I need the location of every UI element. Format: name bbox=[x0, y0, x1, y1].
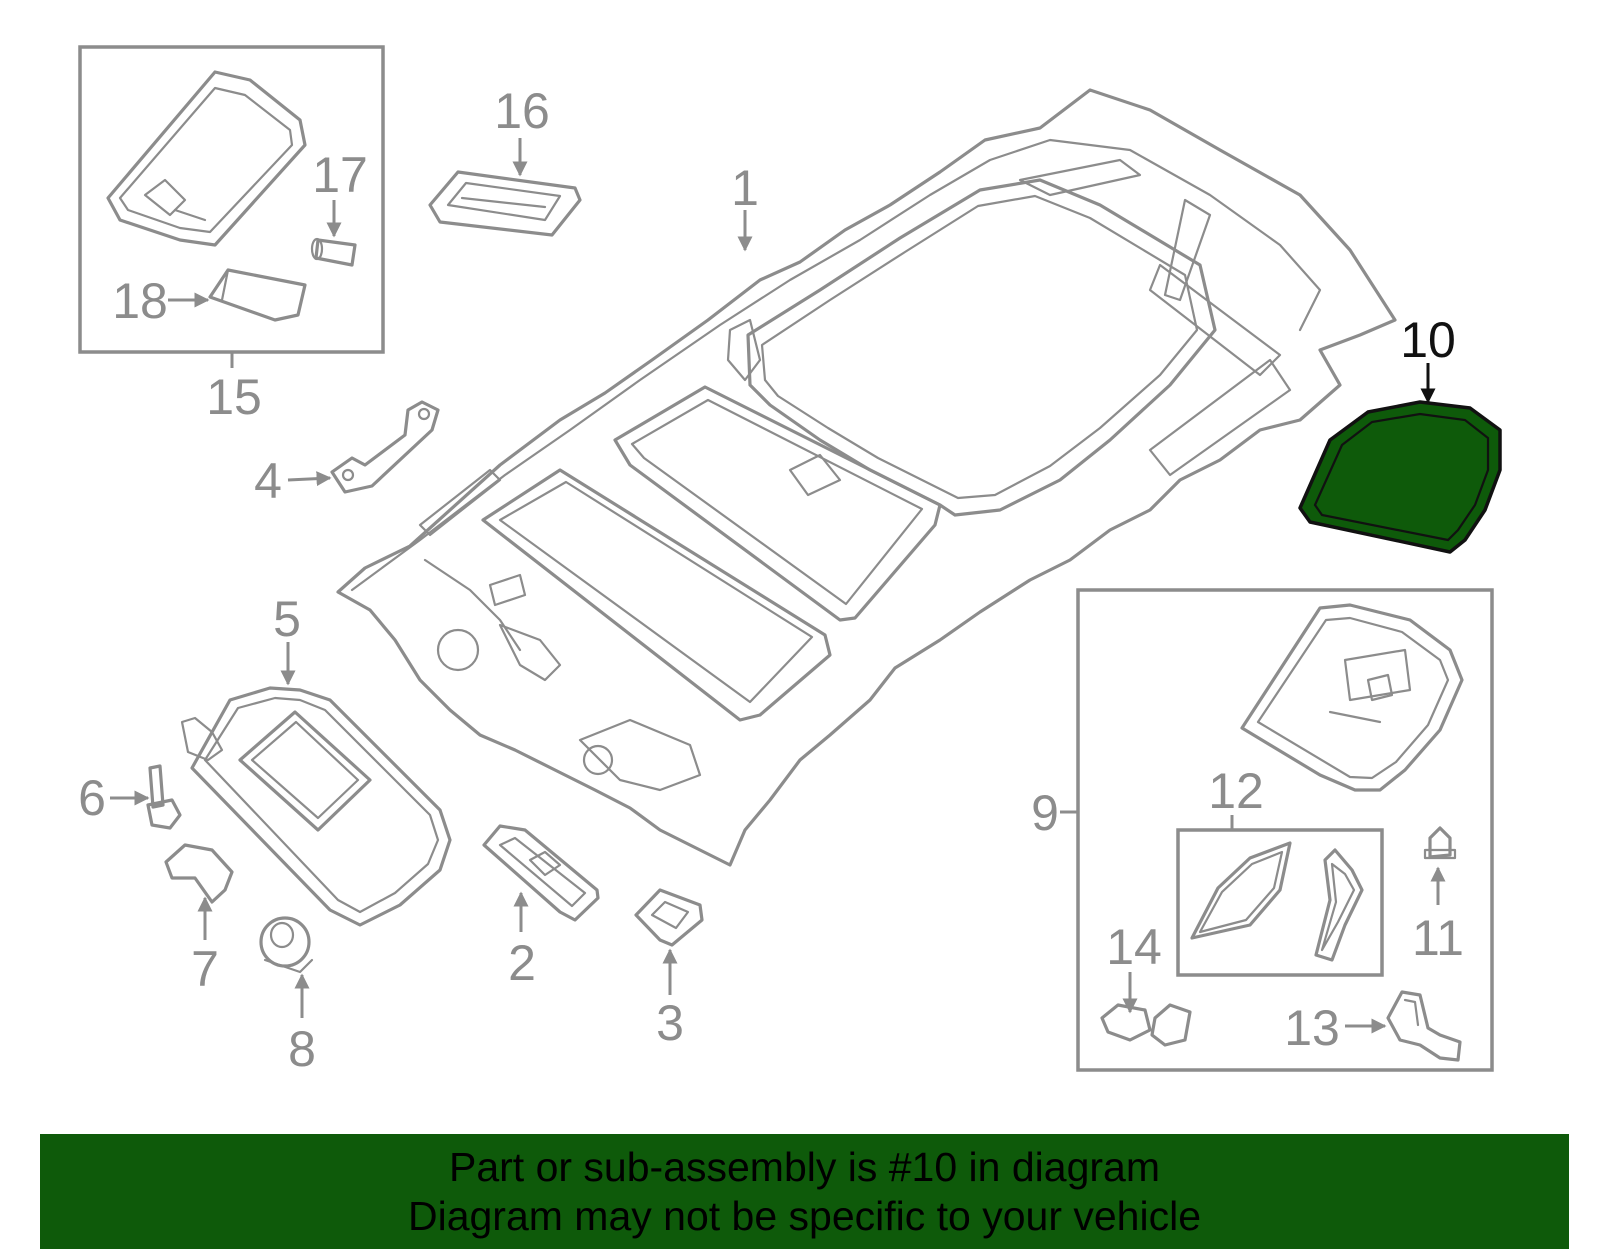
callout-6: 6 bbox=[78, 770, 106, 826]
kit-box-12 bbox=[1176, 828, 1384, 977]
callout-11: 11 bbox=[1412, 910, 1464, 966]
leader-lines bbox=[110, 138, 1446, 1034]
kit-box-9 bbox=[1076, 588, 1494, 1072]
bracket-part-3[interactable] bbox=[634, 888, 704, 947]
callout-4: 4 bbox=[254, 453, 282, 509]
banner-line-1: Part or sub-assembly is #10 in diagram bbox=[449, 1143, 1160, 1190]
callout-15: 15 bbox=[206, 369, 262, 425]
callout-8: 8 bbox=[288, 1021, 316, 1077]
callout-3: 3 bbox=[656, 995, 684, 1051]
bulb-part-17[interactable] bbox=[310, 237, 357, 267]
console-part-9[interactable] bbox=[1240, 603, 1464, 792]
callout-1: 1 bbox=[731, 160, 759, 216]
grab-handle-part-4[interactable] bbox=[330, 400, 440, 494]
part-info-banner: Part or sub-assembly is #10 in diagram D… bbox=[40, 1134, 1569, 1249]
callout-numbers: 1 2 3 4 5 6 7 8 9 10 11 12 13 14 15 16 1… bbox=[78, 83, 1464, 1077]
holder-part-8[interactable] bbox=[259, 916, 314, 974]
clip-part-11[interactable] bbox=[1423, 826, 1457, 860]
callout-5: 5 bbox=[273, 591, 301, 647]
callout-16: 16 bbox=[494, 83, 550, 139]
callout-7: 7 bbox=[191, 941, 219, 997]
callout-17: 17 bbox=[312, 147, 368, 203]
callout-2: 2 bbox=[508, 935, 536, 991]
sun-visor-part-5[interactable] bbox=[180, 686, 452, 927]
callout-9: 9 bbox=[1031, 785, 1059, 841]
map-lamp-part-15[interactable] bbox=[106, 70, 307, 247]
clip-part-7[interactable] bbox=[164, 843, 234, 904]
callout-13: 13 bbox=[1284, 1000, 1340, 1056]
lens-part-18[interactable] bbox=[208, 268, 307, 322]
banner-line-2: Diagram may not be specific to your vehi… bbox=[407, 1192, 1201, 1239]
bolt-part-6[interactable] bbox=[146, 764, 182, 830]
lamp-part-16[interactable] bbox=[428, 170, 582, 237]
headliner-part-1[interactable] bbox=[336, 88, 1397, 867]
callout-10: 10 bbox=[1400, 312, 1456, 368]
callout-12: 12 bbox=[1208, 763, 1264, 819]
connector-part-14[interactable] bbox=[1100, 1003, 1192, 1047]
callout-18: 18 bbox=[112, 273, 168, 329]
bracket-part-2[interactable] bbox=[482, 824, 600, 922]
callout-14: 14 bbox=[1106, 919, 1162, 975]
connector-part-13[interactable] bbox=[1386, 990, 1462, 1062]
overhead-cover-part-10-highlighted[interactable] bbox=[1298, 400, 1502, 554]
lens-set-part-12[interactable] bbox=[1190, 841, 1364, 962]
